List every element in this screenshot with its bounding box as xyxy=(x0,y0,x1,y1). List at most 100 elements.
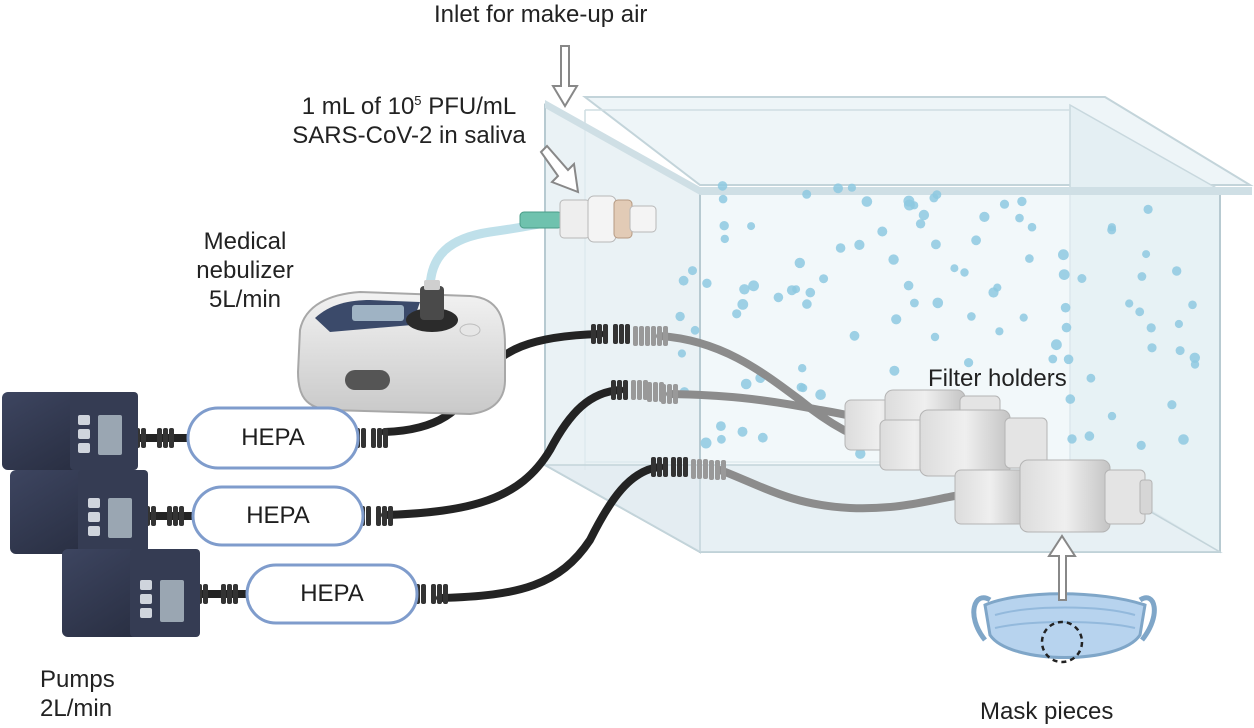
coupling-rib xyxy=(371,428,376,448)
coupling-rib xyxy=(388,506,393,526)
droplet xyxy=(1077,274,1087,283)
droplet xyxy=(737,426,748,437)
droplet xyxy=(1167,400,1177,410)
inlet-arrow xyxy=(551,45,579,108)
hose-middle-dark xyxy=(381,386,624,519)
coupling-rib xyxy=(443,584,448,604)
droplet xyxy=(929,193,939,203)
pump-3 xyxy=(62,549,200,637)
pumps xyxy=(2,392,200,637)
droplet xyxy=(1142,250,1151,259)
droplet xyxy=(757,432,768,443)
coupling-rib xyxy=(645,326,650,346)
droplet xyxy=(891,314,902,325)
droplet xyxy=(1084,431,1095,441)
droplet xyxy=(1015,213,1024,223)
droplet xyxy=(1058,269,1070,280)
coupling-rib xyxy=(597,324,602,344)
droplet xyxy=(737,299,749,310)
droplet xyxy=(971,235,981,246)
droplet xyxy=(675,311,685,322)
coupling-rib xyxy=(623,380,628,400)
coupling-rib xyxy=(637,380,642,400)
droplet xyxy=(1067,434,1077,444)
coupling-rib xyxy=(651,457,656,477)
droplet xyxy=(1060,302,1071,313)
coupling-rib xyxy=(619,324,624,344)
droplet xyxy=(1190,360,1200,369)
droplet xyxy=(700,437,712,449)
droplet xyxy=(1188,300,1197,310)
droplet xyxy=(835,243,846,253)
droplet xyxy=(702,278,712,288)
droplet xyxy=(819,274,829,284)
droplet xyxy=(773,292,784,303)
coupling-rib xyxy=(431,584,436,604)
coupling-rib xyxy=(643,380,648,400)
droplet xyxy=(815,389,826,401)
coupling-rib xyxy=(663,326,668,346)
droplet xyxy=(915,219,926,229)
coupling-rib xyxy=(377,428,382,448)
aerosol-droplets xyxy=(675,181,1201,459)
droplet xyxy=(1175,346,1185,356)
droplet xyxy=(688,266,697,276)
droplet xyxy=(847,183,857,192)
pump-1 xyxy=(2,392,138,470)
droplet xyxy=(717,181,728,191)
sample-atomizer xyxy=(519,195,657,243)
droplet xyxy=(719,221,729,231)
coupling-rib xyxy=(667,384,672,404)
droplet xyxy=(748,280,759,292)
droplet xyxy=(718,194,728,204)
coupling-rib xyxy=(437,584,442,604)
droplet xyxy=(833,183,843,194)
droplet xyxy=(792,285,801,294)
coupling-rib xyxy=(613,324,618,344)
nebulizer-label: Medical nebulizer 5L/min xyxy=(196,228,294,313)
droplet xyxy=(877,226,888,237)
droplet xyxy=(1107,411,1117,421)
droplet xyxy=(794,257,805,269)
hepa-filter-2 xyxy=(191,485,365,547)
coupling-rib xyxy=(151,506,156,526)
droplet xyxy=(1147,343,1157,353)
coupling-rib xyxy=(611,380,616,400)
coupling-rib xyxy=(361,428,366,448)
droplet xyxy=(720,234,729,244)
coupling-rib xyxy=(169,428,174,448)
droplet xyxy=(1143,204,1153,214)
coupling-rib xyxy=(697,459,702,479)
droplet xyxy=(1086,373,1096,383)
coupling-rib xyxy=(603,324,608,344)
coupling-rib xyxy=(173,506,178,526)
pumps-label: Pumps 2L/min xyxy=(40,666,115,722)
droplet xyxy=(1137,272,1147,281)
coupling-rib xyxy=(625,324,630,344)
droplet xyxy=(740,378,752,390)
droplet xyxy=(849,330,860,341)
hose-bottom-grey xyxy=(716,466,964,513)
droplet xyxy=(739,284,750,295)
coupling-rib xyxy=(633,326,638,346)
filter-holders xyxy=(844,389,1153,533)
droplet xyxy=(979,211,990,222)
hepa-label-1: HEPA xyxy=(241,424,305,451)
droplet xyxy=(802,189,812,199)
hepa-filter-1 xyxy=(186,406,360,470)
droplet xyxy=(796,382,806,392)
droplet xyxy=(960,268,969,277)
hepa-label-3: HEPA xyxy=(300,580,364,607)
coupling-rib xyxy=(376,506,381,526)
medical-nebulizer xyxy=(296,280,506,416)
droplet xyxy=(1189,352,1201,363)
droplet xyxy=(1135,307,1145,317)
coupling-rib xyxy=(366,506,371,526)
droplet xyxy=(861,196,873,207)
droplet xyxy=(717,434,726,444)
mask-pieces-label: Mask pieces xyxy=(980,698,1114,725)
coupling-rib xyxy=(661,384,666,404)
droplet xyxy=(1017,196,1027,207)
droplet xyxy=(932,297,944,309)
